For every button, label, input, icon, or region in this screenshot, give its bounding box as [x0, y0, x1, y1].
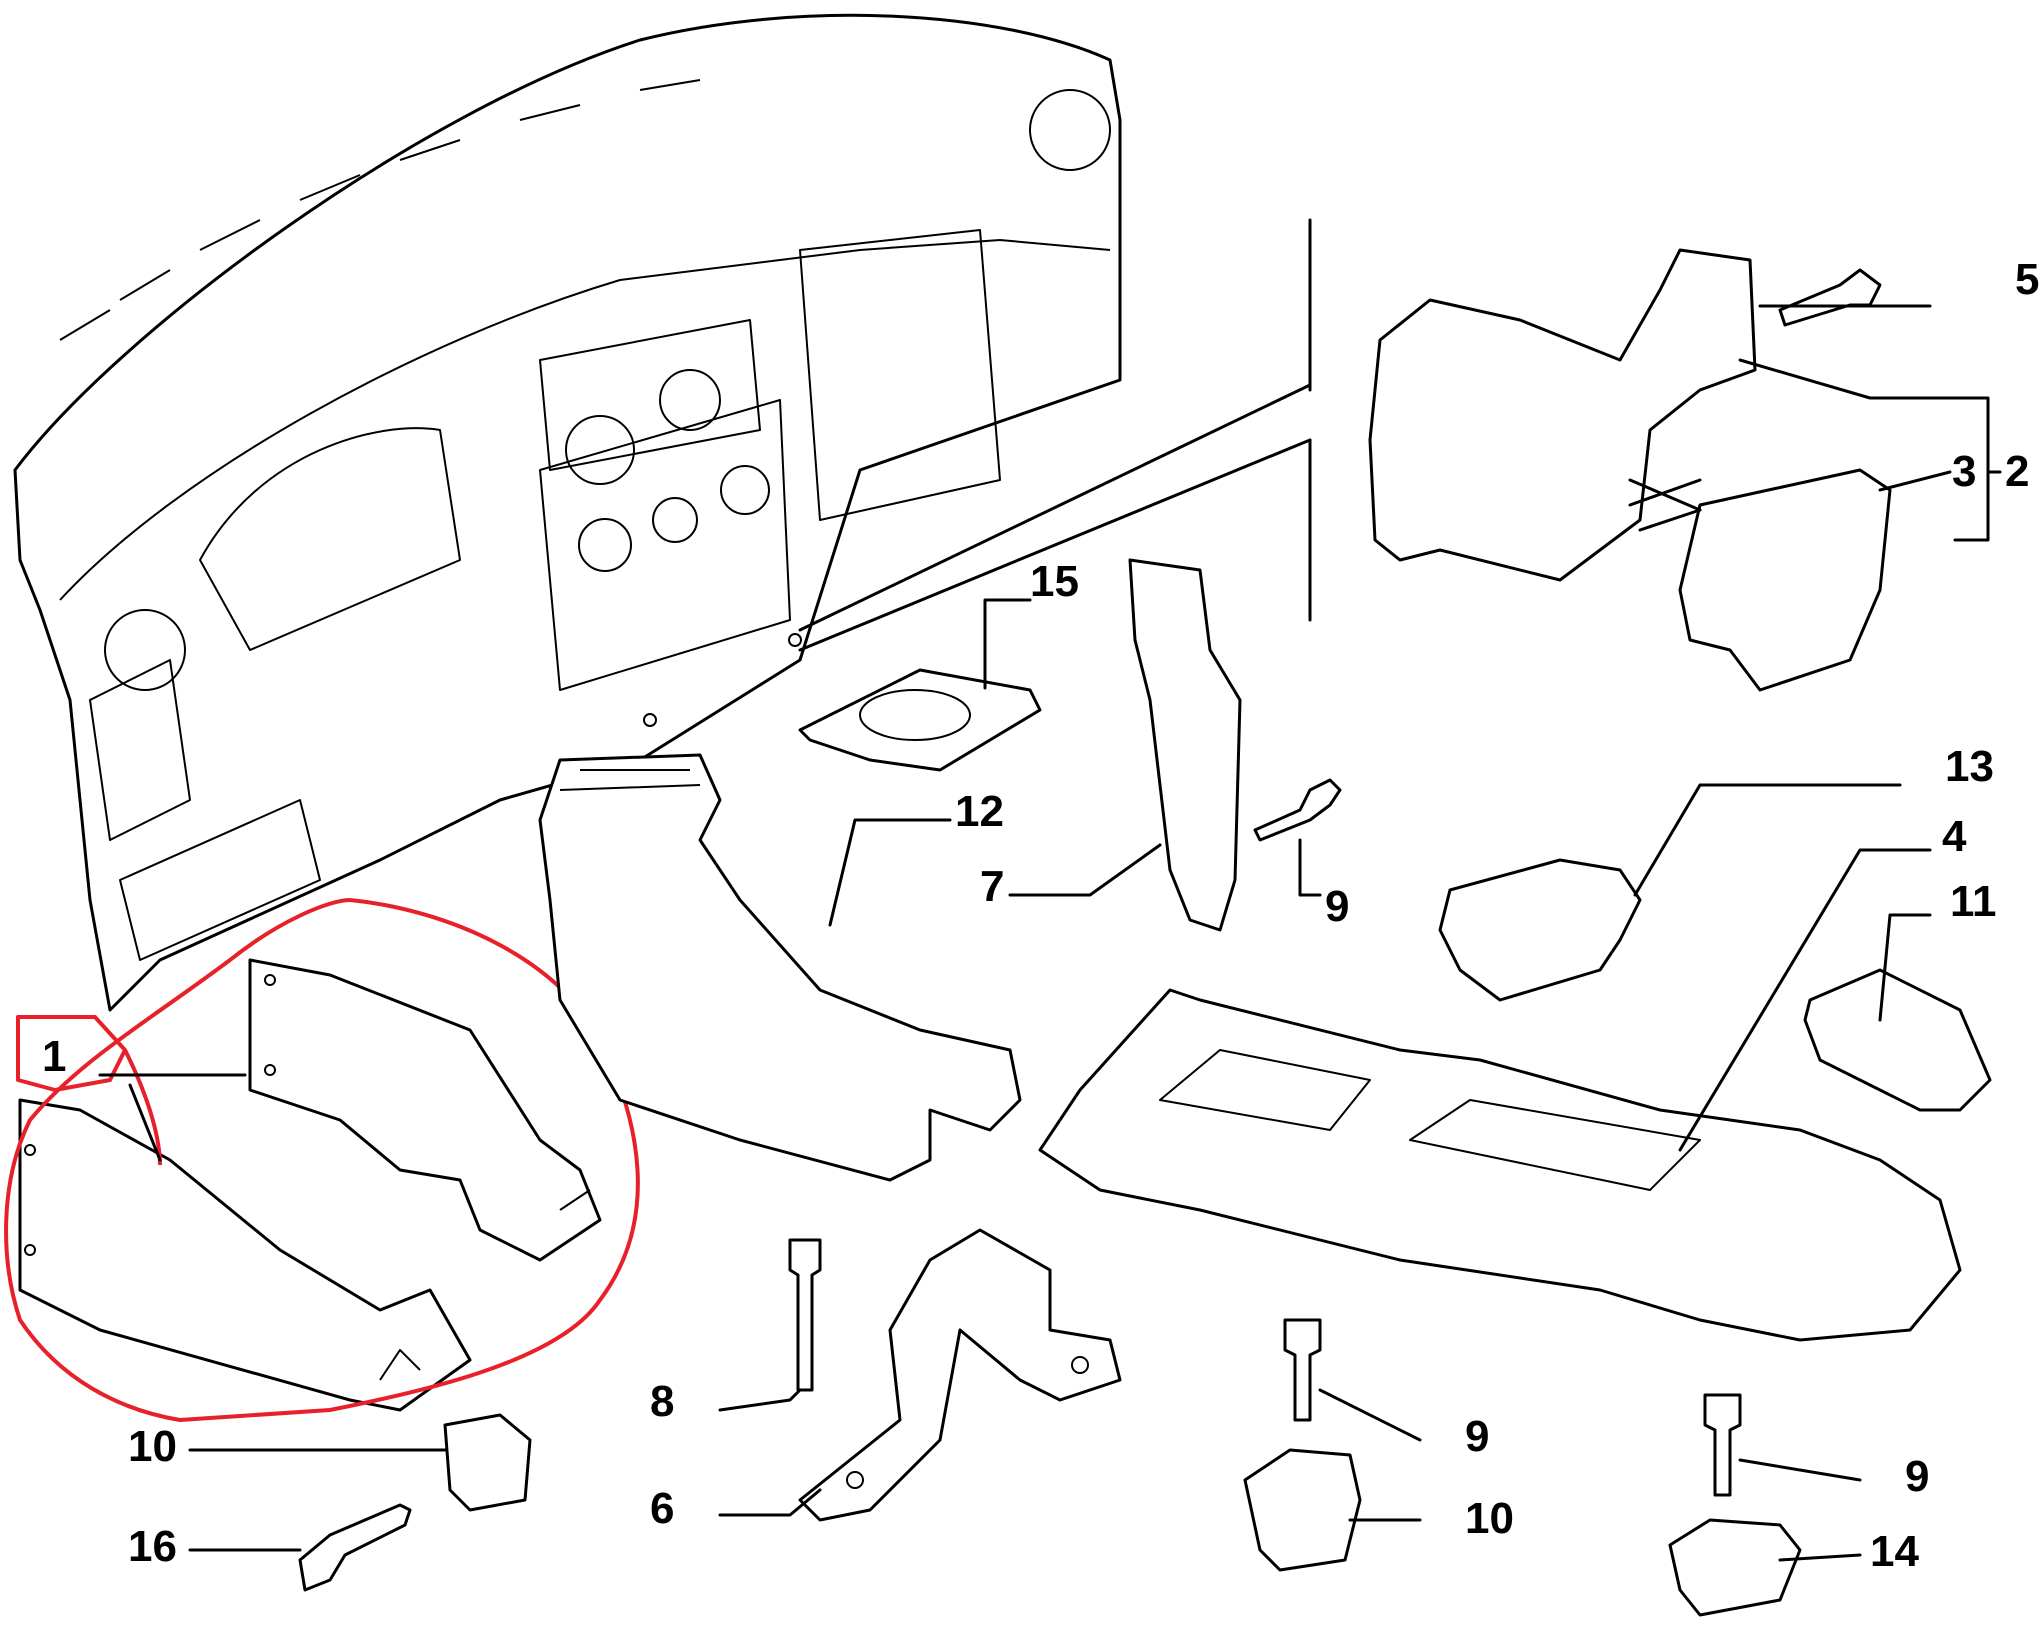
callout-1-box [16, 1015, 127, 1092]
callout-12[interactable]: 12 [955, 787, 1004, 836]
callout-1[interactable]: 1 [42, 1032, 67, 1081]
part-10-clip-mid [1243, 1448, 1362, 1572]
part-2-bracket [1368, 248, 1757, 582]
callout-13[interactable]: 13 [1945, 742, 1994, 791]
part-3-pocket [1678, 468, 1892, 692]
part-5-screw [1778, 268, 1882, 327]
part-6-bracket [798, 1228, 1122, 1522]
part-12-air-duct [538, 753, 1022, 1182]
part-10-clip-left [443, 1413, 532, 1512]
callout-3[interactable]: 3 [1952, 447, 1977, 496]
leader-lines [98, 304, 2002, 1562]
part-15-bezel [798, 668, 1042, 772]
part-4-console [1038, 988, 1962, 1342]
part-16-bolt [298, 1503, 412, 1592]
callout-5[interactable]: 5 [2015, 255, 2040, 304]
part-8-screw [788, 1238, 822, 1392]
dashboard-drawing [13, 13, 1122, 1012]
part-1-duct-assembly [18, 958, 602, 1412]
callout-6[interactable]: 6 [650, 1484, 675, 1533]
callout-2[interactable]: 2 [2005, 447, 2030, 496]
part-14-plug [1668, 1518, 1802, 1617]
part-11-cap [1803, 968, 1992, 1112]
callout-9-mid[interactable]: 9 [1465, 1412, 1490, 1461]
callout-7[interactable]: 7 [980, 862, 1005, 911]
callout-16[interactable]: 16 [128, 1522, 177, 1571]
part-9-screw-mid [1283, 1318, 1322, 1422]
part-9-screw-right [1703, 1393, 1742, 1497]
part-7-bracket [1128, 558, 1242, 932]
callout-10-mid[interactable]: 10 [1465, 1494, 1514, 1543]
callout-15[interactable]: 15 [1030, 557, 1079, 606]
leader-line [798, 383, 1312, 652]
part-13-tray [1438, 858, 1642, 1002]
callout-9-right[interactable]: 9 [1905, 1452, 1930, 1501]
callout-11[interactable]: 11 [1950, 877, 1997, 926]
callout-10-left[interactable]: 10 [128, 1422, 177, 1471]
part-9-screw-upper [1253, 778, 1342, 842]
callout-9-upper[interactable]: 9 [1325, 882, 1350, 931]
callout-8[interactable]: 8 [650, 1377, 675, 1426]
callout-14[interactable]: 14 [1870, 1527, 1919, 1576]
callout-4[interactable]: 4 [1942, 812, 1967, 861]
